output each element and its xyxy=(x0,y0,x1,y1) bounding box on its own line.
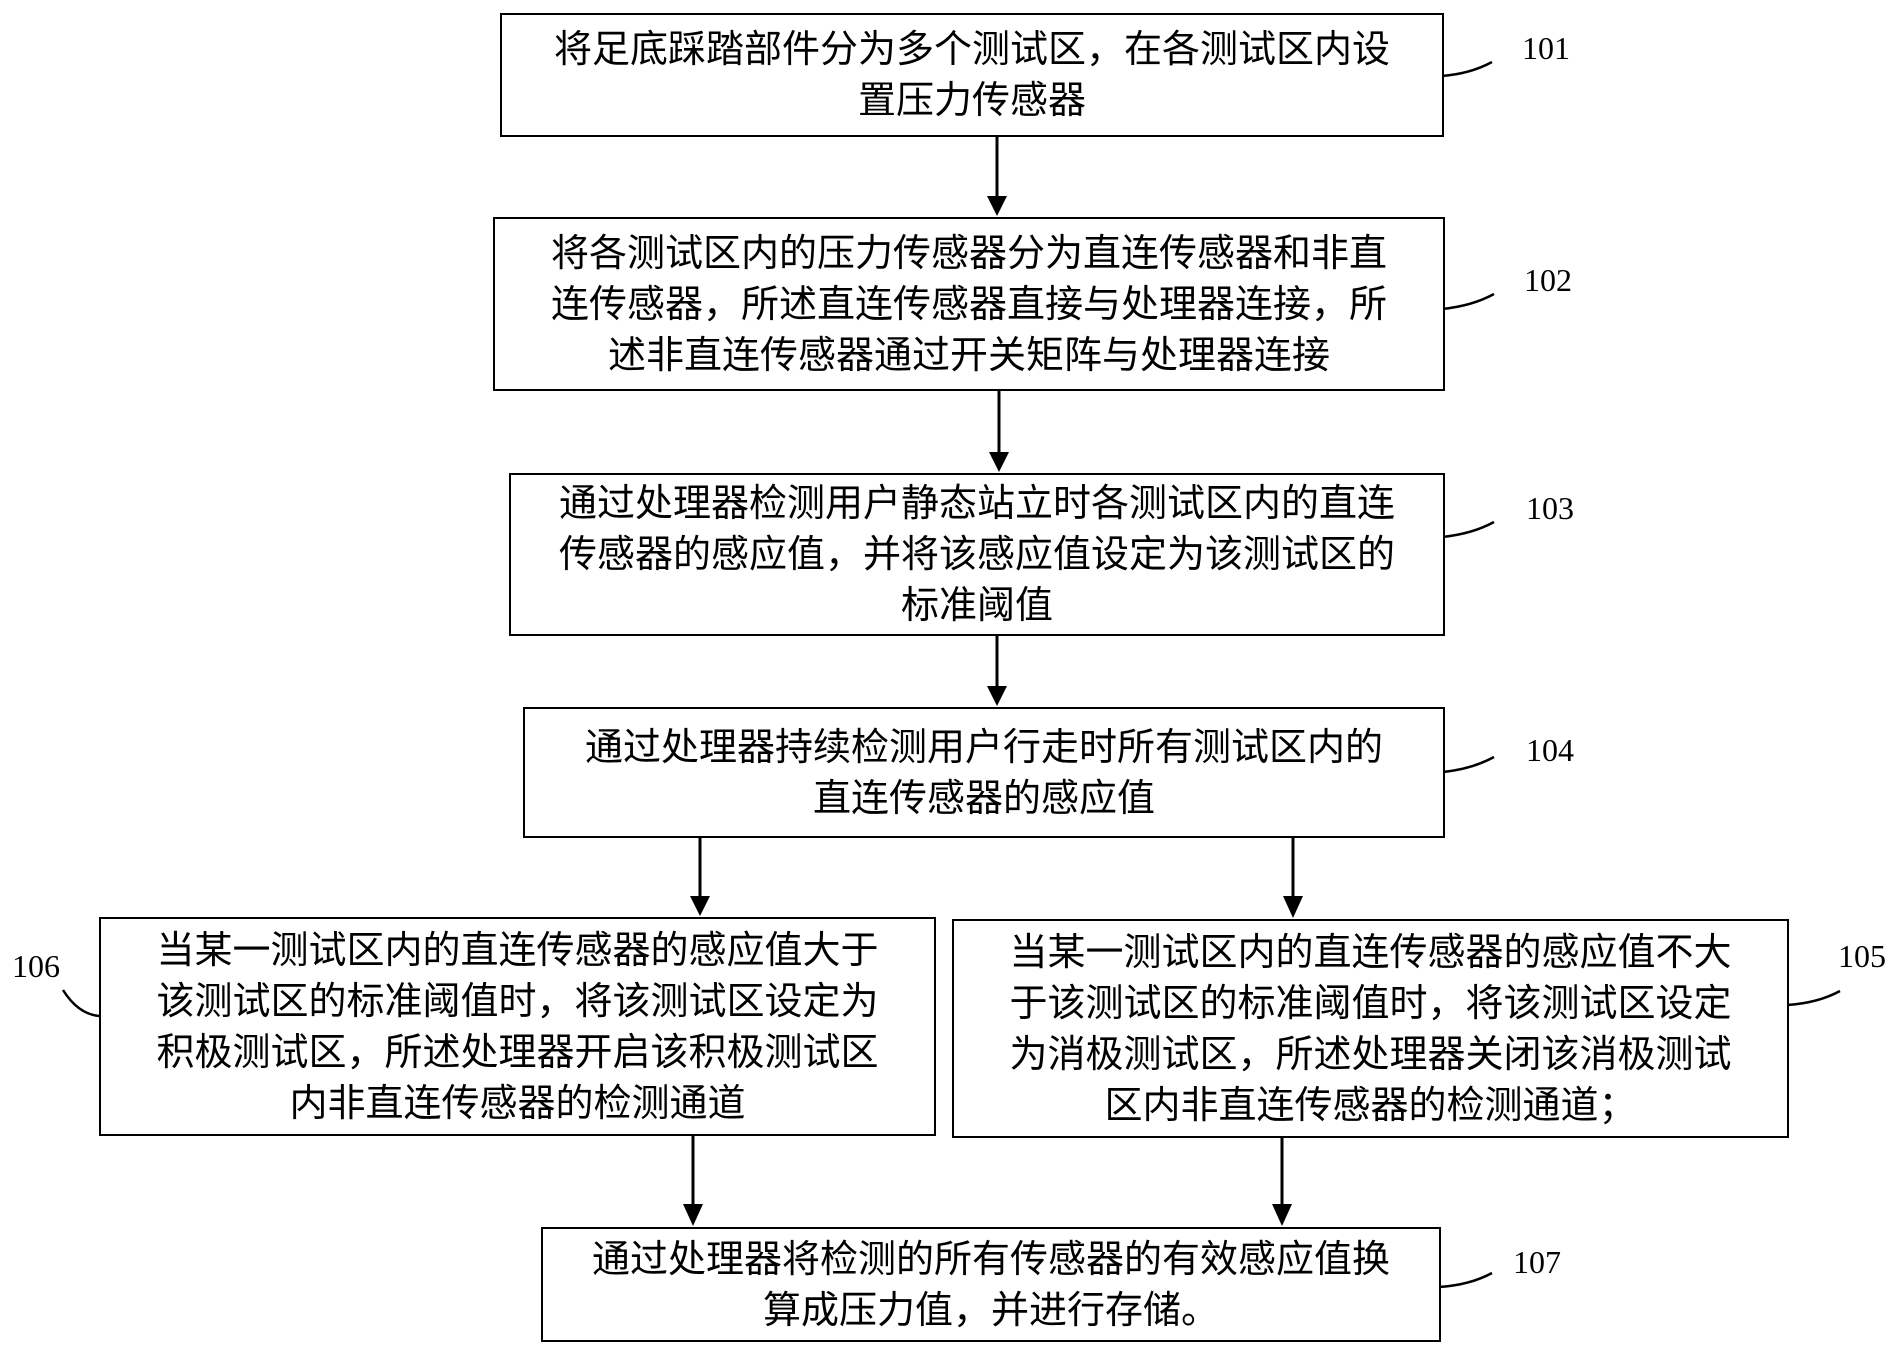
arrowhead-104-106 xyxy=(690,896,710,916)
step-103-label: 103 xyxy=(1526,490,1574,526)
arrowhead-103-104 xyxy=(987,686,1007,706)
leader-102 xyxy=(1441,292,1495,311)
arrowhead-105-107 xyxy=(1272,1204,1292,1226)
step-106-text: 当某一测试区内的直连传感器的感应值大于 该测试区的标准阈值时，将该测试区设定为 … xyxy=(156,925,878,1129)
leader-103 xyxy=(1441,520,1495,539)
step-107-text: 通过处理器将检测的所有传感器的有效感应值换 算成压力值，并进行存储。 xyxy=(592,1234,1390,1336)
leader-106 xyxy=(61,989,100,1018)
step-105-box: 当某一测试区内的直连传感器的感应值不大 于该测试区的标准阈值时，将该测试区设定 … xyxy=(952,919,1789,1138)
step-103-line-2: 传感器的感应值，并将该感应值设定为该测试区的 xyxy=(558,532,1395,576)
step-105-line-3: 为消极测试区，所述处理器关闭该消极测试 xyxy=(1009,1031,1732,1076)
step-102-label: 102 xyxy=(1524,262,1572,298)
step-105-line-2: 于该测试区的标准阈值时，将该测试区设定 xyxy=(1009,980,1732,1025)
step-102-text: 将各测试区内的压力传感器分为直连传感器和非直 连传感器，所述直连传感器直接与处理… xyxy=(551,228,1387,381)
step-104-line-2: 直连传感器的感应值 xyxy=(812,775,1155,820)
arrowhead-102-103 xyxy=(989,452,1009,472)
step-105-text: 当某一测试区内的直连传感器的感应值不大 于该测试区的标准阈值时，将该测试区设定 … xyxy=(1009,927,1731,1131)
step-101-line-2: 置压力传感器 xyxy=(857,78,1086,122)
step-105-label: 105 xyxy=(1838,938,1886,974)
leader-105 xyxy=(1786,989,1841,1007)
step-102-line-3: 述非直连传感器通过开关矩阵与处理器连接 xyxy=(607,332,1330,377)
step-106-box: 当某一测试区内的直连传感器的感应值大于 该测试区的标准阈值时，将该测试区设定为 … xyxy=(99,917,936,1136)
arrowhead-101-102 xyxy=(987,196,1007,216)
step-101-box: 将足底踩踏部件分为多个测试区，在各测试区内设 置压力传感器 xyxy=(500,13,1444,137)
step-107-line-2: 算成压力值，并进行存储。 xyxy=(762,1287,1219,1332)
step-101-line-1: 将足底踩踏部件分为多个测试区，在各测试区内设 xyxy=(553,27,1390,71)
step-103-line-3: 标准阈值 xyxy=(900,583,1053,627)
step-104-box: 通过处理器持续检测用户行走时所有测试区内的 直连传感器的感应值 xyxy=(523,707,1445,838)
step-107-label: 107 xyxy=(1513,1244,1561,1280)
step-107-line-1: 通过处理器将检测的所有传感器的有效感应值换 xyxy=(591,1236,1390,1281)
leader-101 xyxy=(1440,60,1493,78)
step-106-line-2: 该测试区的标准阈值时，将该测试区设定为 xyxy=(156,978,879,1023)
step-104-text: 通过处理器持续检测用户行走时所有测试区内的 直连传感器的感应值 xyxy=(585,722,1383,824)
step-105-line-1: 当某一测试区内的直连传感器的感应值不大 xyxy=(1009,929,1732,974)
step-102-line-1: 将各测试区内的压力传感器分为直连传感器和非直 xyxy=(550,230,1387,275)
step-101-label: 101 xyxy=(1522,30,1570,66)
step-105-line-4: 区内非直连传感器的检测通道； xyxy=(1104,1082,1637,1127)
step-103-box: 通过处理器检测用户静态站立时各测试区内的直连 传感器的感应值，并将该感应值设定为… xyxy=(509,473,1445,636)
step-103-line-1: 通过处理器检测用户静态站立时各测试区内的直连 xyxy=(558,481,1395,525)
arrowhead-106-107 xyxy=(683,1204,703,1226)
step-101-text: 将足底踩踏部件分为多个测试区，在各测试区内设 置压力传感器 xyxy=(554,24,1390,126)
step-107-box: 通过处理器将检测的所有传感器的有效感应值换 算成压力值，并进行存储。 xyxy=(541,1227,1441,1342)
step-106-line-4: 内非直连传感器的检测通道 xyxy=(289,1080,746,1125)
step-103-text: 通过处理器检测用户静态站立时各测试区内的直连 传感器的感应值，并将该感应值设定为… xyxy=(559,478,1395,631)
step-104-label: 104 xyxy=(1526,732,1574,768)
step-106-line-1: 当某一测试区内的直连传感器的感应值大于 xyxy=(156,927,879,972)
leader-104 xyxy=(1442,755,1495,774)
step-106-label: 106 xyxy=(12,948,60,984)
arrowhead-104-105 xyxy=(1283,896,1303,918)
leader-107 xyxy=(1438,1271,1493,1289)
step-102-box: 将各测试区内的压力传感器分为直连传感器和非直 连传感器，所述直连传感器直接与处理… xyxy=(493,217,1445,391)
step-104-line-1: 通过处理器持续检测用户行走时所有测试区内的 xyxy=(584,724,1383,769)
step-106-line-3: 积极测试区，所述处理器开启该积极测试区 xyxy=(156,1029,879,1074)
step-102-line-2: 连传感器，所述直连传感器直接与处理器连接，所 xyxy=(550,281,1387,326)
